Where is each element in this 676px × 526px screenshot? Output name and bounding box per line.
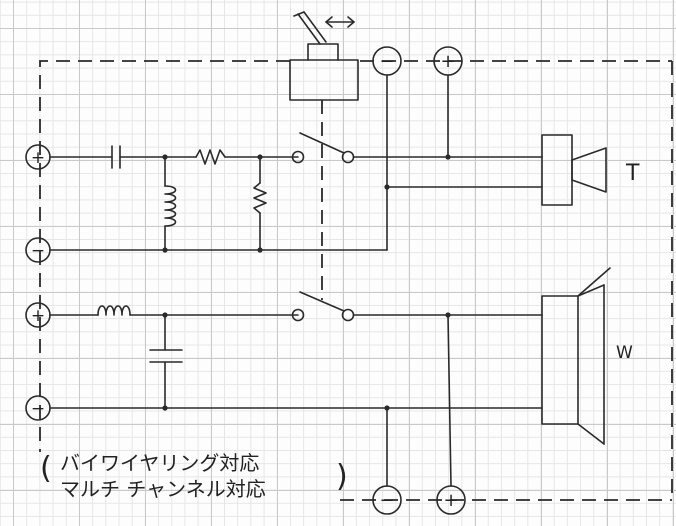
- note-paren-open: (: [40, 451, 52, 486]
- note-line-1: バイワイヤリング対応: [60, 451, 259, 475]
- tweeter-label: T: [625, 161, 640, 186]
- tweeter-circuit: [49, 74, 543, 253]
- terminal-label: +: [31, 148, 45, 168]
- terminal-label: +: [440, 51, 455, 72]
- woofer-label: W: [616, 343, 633, 363]
- note-line-2: マルチ チャンネル対応: [60, 477, 266, 501]
- feature-note: ( バイワイヤリング対応 マルチ チャンネル対応 ): [40, 451, 348, 501]
- selector-switch: [289, 11, 359, 101]
- enclosure-outline: [39, 60, 673, 501]
- terminal-label: −: [31, 241, 45, 261]
- note-paren-close: ): [336, 459, 348, 494]
- woofer-speaker-icon: [541, 267, 611, 445]
- terminal-label: −: [379, 51, 394, 72]
- double-arrow-icon: [325, 16, 355, 28]
- output-terminal-top-minus: −: [372, 46, 402, 76]
- input-terminal-1-plus: +: [25, 144, 51, 170]
- terminal-label: +: [31, 306, 45, 326]
- woofer-circuit: [49, 291, 543, 487]
- input-terminal-2-minus: −: [25, 395, 51, 421]
- terminal-label: +: [443, 490, 458, 511]
- terminal-label: −: [379, 490, 394, 511]
- terminal-label: −: [31, 399, 45, 419]
- input-terminal-1-minus: −: [25, 237, 51, 263]
- input-terminal-2-plus: +: [25, 302, 51, 328]
- tweeter-speaker-icon: [541, 134, 607, 206]
